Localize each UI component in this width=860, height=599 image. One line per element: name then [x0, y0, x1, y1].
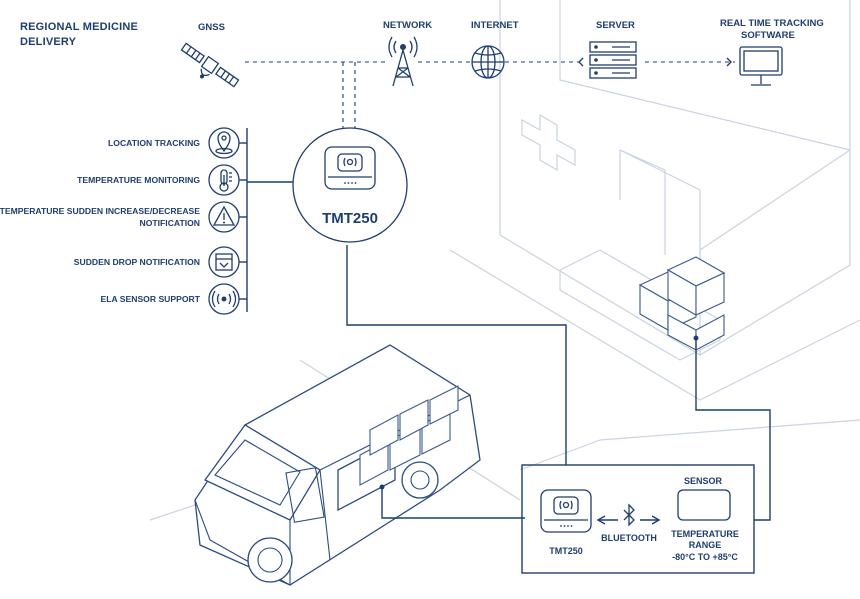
- tmt250-small-device-icon: [540, 489, 592, 533]
- drop-box-icon: [215, 253, 233, 271]
- internet-label: INTERNET: [471, 20, 519, 31]
- wireless-signal-icon: [211, 290, 237, 308]
- satellite-icon: [180, 42, 240, 88]
- temperature-label-line2: RANGE: [689, 540, 722, 550]
- location-pin-icon: [215, 131, 233, 155]
- feature-sudden-change-label-line1: TEMPERATURE SUDDEN INCREASE/DECREASE: [0, 206, 200, 216]
- tmt250-main-node: TMT250: [292, 127, 408, 243]
- feature-ela-sensor-label: ELA SENSOR SUPPORT: [101, 294, 201, 304]
- delivery-van: [194, 344, 481, 586]
- gnss-label: GNSS: [198, 22, 225, 33]
- monitor-icon: [739, 46, 783, 86]
- tmt250-device-icon: [324, 146, 376, 190]
- connection-lines: [246, 128, 771, 574]
- globe-icon: [471, 45, 505, 79]
- tracking-software-label-line2: SOFTWARE: [741, 30, 795, 41]
- diagram-title-line2: DELIVERY: [20, 36, 77, 48]
- warning-icon: [212, 205, 236, 226]
- bluetooth-label: BLUETOOTH: [601, 533, 657, 543]
- temperature-range-value: -80°C TO +85°C: [672, 552, 738, 562]
- server-label: SERVER: [596, 20, 635, 31]
- network-label: NETWORK: [383, 20, 432, 31]
- feature-sudden-drop-label: SUDDEN DROP NOTIFICATION: [74, 257, 200, 267]
- feature-list: LOCATION TRACKING TEMPERATURE MONITORING…: [0, 127, 247, 315]
- cell-tower-icon: [388, 36, 418, 87]
- tmt250-main-label: TMT250: [322, 210, 378, 227]
- feature-sudden-drop-circle: [208, 246, 240, 278]
- diagram-title-line1: REGIONAL MEDICINE: [20, 21, 138, 33]
- temperature-label-line1: TEMPERATURE: [671, 529, 739, 539]
- bottom-panel: TMT250 BLUETOOTH SENSOR TEMPERATURE RANG…: [540, 476, 739, 562]
- bluetooth-icon: [623, 503, 635, 527]
- hospital-boxes: [638, 256, 726, 351]
- network-links: [245, 57, 735, 128]
- thermometer-icon: [219, 169, 232, 192]
- feature-sudden-change-label-line2: NOTIFICATION: [140, 218, 200, 228]
- feature-location-label: LOCATION TRACKING: [108, 138, 200, 148]
- tracking-software-label-line1: REAL TIME TRACKING: [720, 18, 824, 29]
- sensor-device-icon: [677, 489, 731, 521]
- server-icon: [589, 41, 637, 79]
- sensor-label: SENSOR: [684, 476, 723, 486]
- tmt250-small-label: TMT250: [549, 546, 583, 556]
- feature-temperature-label: TEMPERATURE MONITORING: [77, 175, 200, 185]
